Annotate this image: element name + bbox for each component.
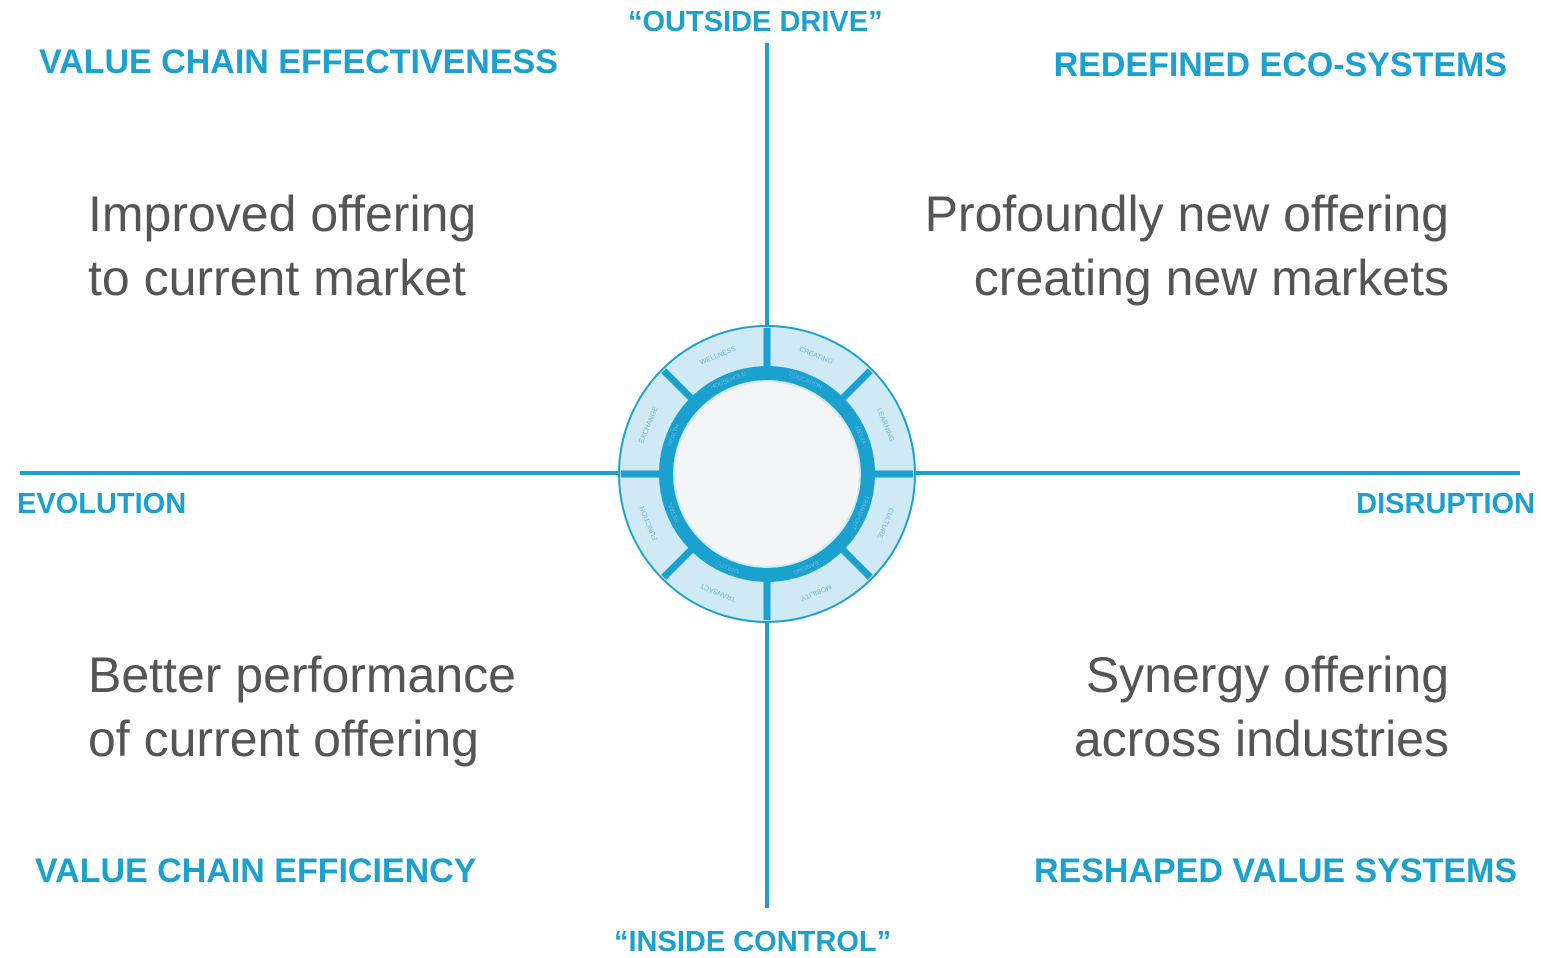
wheel-center: [675, 382, 859, 566]
quadrant-text-line: of current offering: [88, 711, 479, 767]
axis-label-top: “OUTSIDE DRIVE”: [628, 6, 883, 38]
quadrant-heading-bottom-right: RESHAPED VALUE SYSTEMS: [1033, 852, 1517, 890]
quadrant-text-line: creating new markets: [973, 250, 1449, 306]
quadrant-text-bottom-left: Better performance of current offering: [88, 643, 516, 771]
quadrant-text-top-left: Improved offering to current market: [88, 182, 476, 310]
quadrant-heading-top-right: REDEFINED ECO-SYSTEMS: [1053, 46, 1507, 84]
quadrant-heading-top-left: VALUE CHAIN EFFECTIVENESS: [39, 43, 558, 81]
quadrant-text-line: Profoundly new offering: [924, 186, 1449, 242]
industry-wheel-graphic: CREATINGLEARNINGCULTUREMOBILITYTRANSACTF…: [618, 325, 916, 623]
quadrant-heading-bottom-left: VALUE CHAIN EFFICIENCY: [35, 852, 477, 890]
quadrant-text-line: Improved offering: [88, 186, 477, 242]
quadrant-text-bottom-right: Synergy offering across industries: [1074, 643, 1449, 771]
quadrant-text-line: Better performance: [88, 647, 516, 703]
quadrant-text-line: across industries: [1073, 711, 1449, 767]
wheel-inner-ring: [659, 366, 875, 582]
quadrant-text-line: Synergy offering: [1085, 647, 1449, 703]
axis-label-left: EVOLUTION: [17, 488, 187, 520]
quadrant-text-line: to current market: [88, 250, 466, 306]
quadrant-text-top-right: Profoundly new offering creating new mar…: [925, 182, 1449, 310]
axis-label-bottom: “INSIDE CONTROL”: [614, 926, 892, 958]
axis-label-right: DISRUPTION: [1356, 488, 1535, 520]
